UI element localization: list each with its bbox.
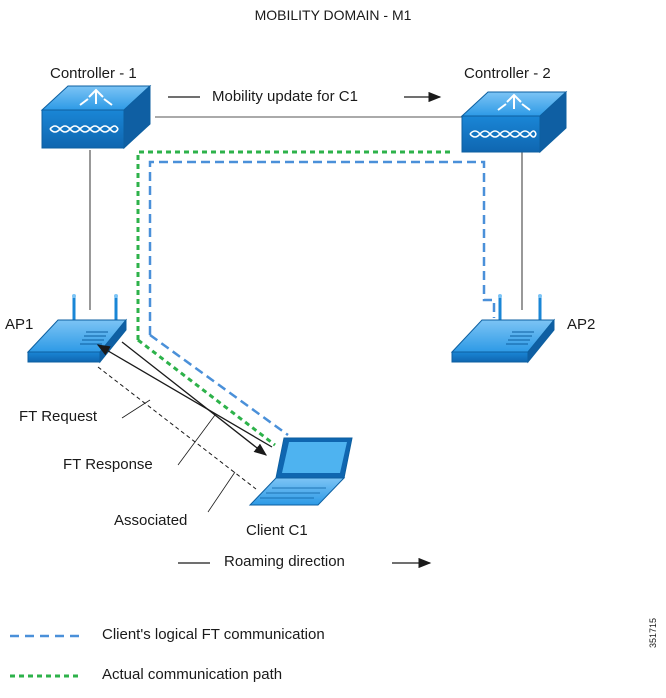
diagram-title: MOBILITY DOMAIN - M1: [254, 7, 412, 23]
client-laptop-icon: [248, 437, 353, 506]
legend-actual-label: Actual communication path: [102, 666, 283, 683]
ap1-label: AP1: [5, 316, 34, 333]
controller-1-icon: [40, 84, 152, 150]
roaming-direction-label: Roaming direction: [224, 553, 345, 570]
ap2-label: AP2: [567, 316, 596, 333]
ft-response-leader: [177, 414, 216, 466]
associated-leader: [207, 471, 236, 513]
ap1-icon: [26, 294, 128, 364]
legend-logical-label: Client's logical FT communication: [102, 626, 325, 643]
client-label: Client C1: [246, 522, 308, 539]
mobility-update-label: Mobility update for C1: [212, 88, 358, 105]
ft-response-arrow: [121, 341, 268, 456]
controller-2-icon: [460, 90, 568, 154]
controller-2-label: Controller - 2: [464, 65, 551, 82]
associated-label: Associated: [114, 512, 188, 529]
associated-line: [97, 366, 257, 490]
actual-communication-path-client: [137, 338, 276, 447]
ft-request-arrow: [96, 344, 273, 448]
controller-1-label: Controller - 1: [50, 65, 137, 82]
actual-communication-path: [136, 150, 453, 340]
figure-id: 351715: [648, 617, 658, 648]
ft-response-label: FT Response: [63, 456, 153, 473]
logical-ft-path-client: [149, 333, 289, 437]
ft-request-label: FT Request: [19, 408, 98, 425]
ap2-icon: [450, 294, 556, 364]
ft-request-leader: [121, 399, 151, 419]
logical-ft-path: [148, 160, 496, 335]
